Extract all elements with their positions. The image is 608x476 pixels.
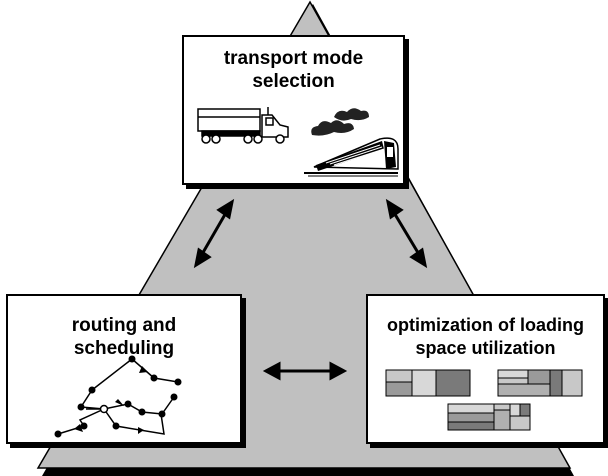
train-icon	[304, 108, 399, 177]
node-title-line: space utilization	[415, 338, 556, 358]
arrow-head-icon	[262, 361, 281, 381]
node-title-line: routing and	[71, 315, 177, 336]
arrow-head-icon	[216, 198, 235, 220]
route-graph-icon	[54, 355, 182, 438]
arrow-top-left	[199, 210, 229, 257]
arrow-head-icon	[193, 247, 212, 269]
connector-arrows	[193, 198, 428, 381]
node-title-line: scheduling	[73, 338, 175, 359]
node-title-line: optimization of loading	[387, 315, 584, 335]
arrow-head-icon	[409, 247, 428, 269]
node-title: optimization of loading space utilizatio…	[368, 314, 603, 360]
node-title: routing and scheduling	[8, 314, 240, 360]
arrow-head-icon	[329, 361, 348, 381]
node-routing-and-scheduling: routing and scheduling	[6, 294, 242, 444]
loading-space-icon	[385, 369, 583, 431]
node-loading-space-optimization: optimization of loading space utilizatio…	[366, 294, 605, 444]
arrow-top-right	[391, 210, 422, 257]
arrow-head-icon	[385, 198, 404, 220]
node-transport-mode-selection: transport mode selection	[182, 35, 405, 185]
node-title-line: selection	[252, 71, 335, 92]
transport-illustration	[197, 107, 399, 177]
truck-icon	[197, 107, 289, 144]
node-title-line: transport mode	[223, 48, 364, 69]
node-title: transport mode selection	[184, 47, 403, 93]
